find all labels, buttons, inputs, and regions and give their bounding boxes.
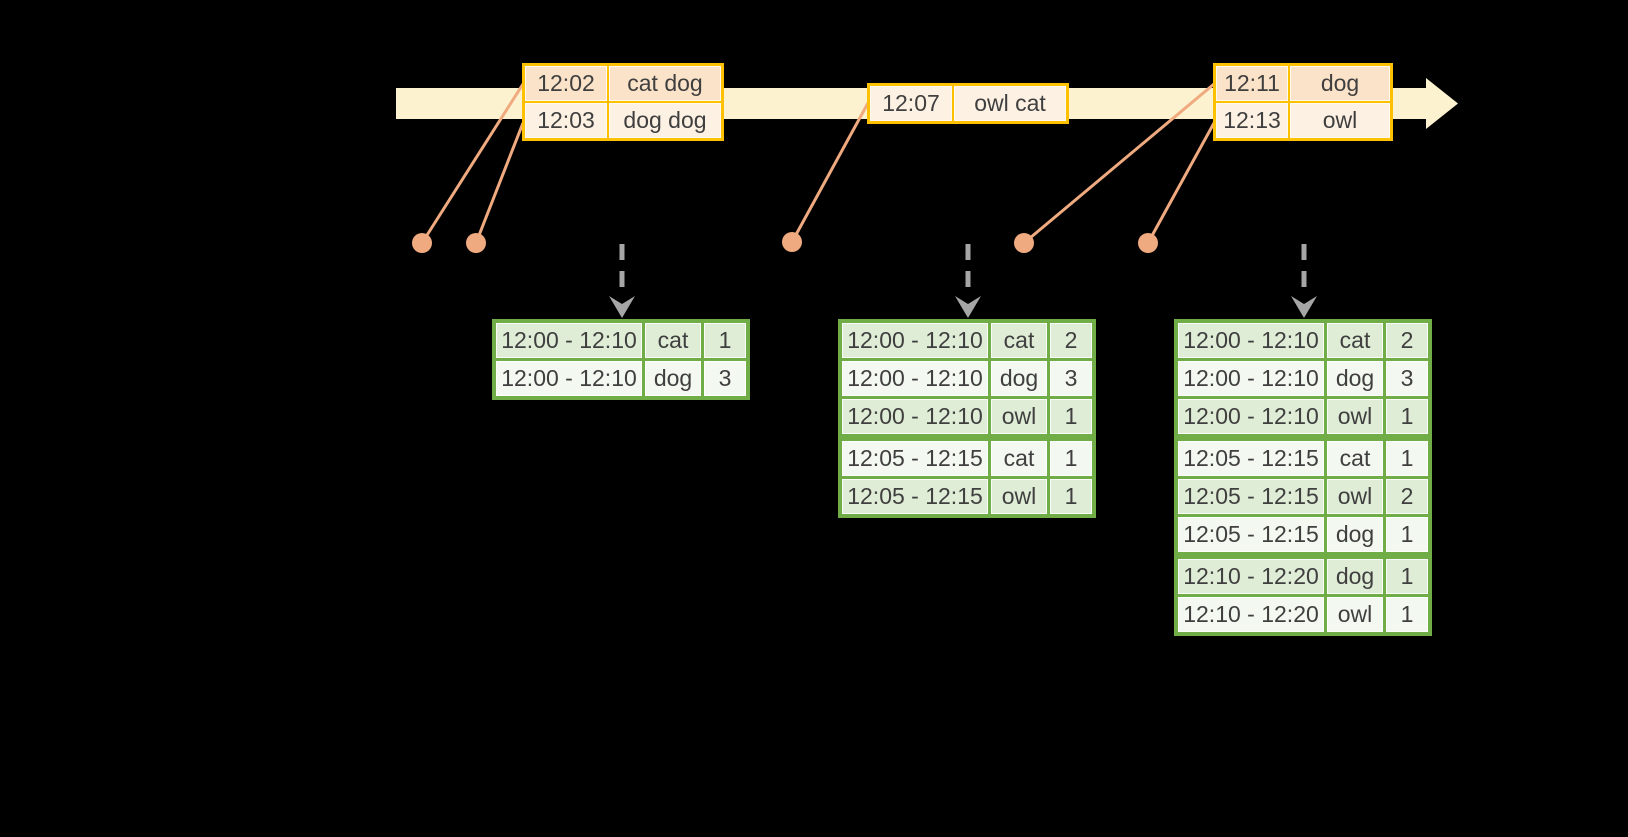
count-cell: 3 [704, 361, 746, 396]
result-table-1: 12:00 - 12:10 cat 1 12:00 - 12:10 dog 3 [492, 319, 750, 400]
count-cell: 1 [1386, 559, 1428, 594]
connector-lines [420, 82, 1216, 245]
count-cell: 2 [1386, 323, 1428, 358]
result-row: 12:00 - 12:10 dog 3 [842, 361, 1092, 396]
event-dot [1138, 233, 1158, 253]
count-cell: 1 [1050, 479, 1092, 514]
count-cell: 1 [1050, 441, 1092, 476]
word-cell: dog [991, 361, 1047, 396]
result-row: 12:00 - 12:10 cat 1 [496, 323, 746, 358]
result-row: 12:05 - 12:15 cat 1 [1178, 441, 1428, 476]
window-cell: 12:10 - 12:20 [1178, 597, 1324, 632]
connector-line [420, 83, 525, 244]
event-dot [782, 232, 802, 252]
result-row: 12:10 - 12:20 dog 1 [1178, 559, 1428, 594]
word-cell: owl [1327, 399, 1383, 434]
word-cell: cat [1327, 441, 1383, 476]
word-cell: cat [991, 323, 1047, 358]
result-row: 12:00 - 12:10 owl 1 [842, 399, 1092, 434]
trigger-arrowhead-icon [1291, 296, 1317, 318]
trigger-arrow-heads [609, 296, 1317, 318]
count-cell: 1 [1386, 399, 1428, 434]
result-table-3: 12:00 - 12:10 cat 2 12:00 - 12:10 dog 3 … [1174, 319, 1432, 636]
result-row: 12:00 - 12:10 owl 1 [1178, 399, 1428, 434]
event-table-3: 12:11 dog 12:13 owl [1213, 63, 1393, 141]
event-time: 12:11 [1216, 66, 1288, 101]
window-cell: 12:00 - 12:10 [842, 361, 988, 396]
result-row: 12:00 - 12:10 dog 3 [496, 361, 746, 396]
word-cell: dog [1327, 361, 1383, 396]
count-cell: 3 [1050, 361, 1092, 396]
window-cell: 12:00 - 12:10 [496, 323, 642, 358]
event-words: owl cat [954, 86, 1066, 121]
trigger-arrow-shafts [619, 244, 1307, 298]
event-table-2: 12:07 owl cat [867, 83, 1069, 124]
word-cell: owl [1327, 597, 1383, 632]
result-row: 12:00 - 12:10 cat 2 [1178, 323, 1428, 358]
event-time: 12:13 [1216, 103, 1288, 138]
event-row: 12:11 dog [1216, 66, 1390, 101]
count-cell: 1 [1050, 399, 1092, 434]
result-table-2: 12:00 - 12:10 cat 2 12:00 - 12:10 dog 3 … [838, 319, 1096, 518]
window-cell: 12:05 - 12:15 [842, 479, 988, 514]
count-cell: 1 [1386, 517, 1428, 552]
result-row: 12:05 - 12:15 cat 1 [842, 441, 1092, 476]
connector-line [474, 122, 525, 244]
event-words: dog dog [609, 103, 721, 138]
connector-line [1146, 122, 1216, 244]
event-dot [466, 233, 486, 253]
word-cell: owl [1327, 479, 1383, 514]
event-time: 12:07 [870, 86, 952, 121]
window-cell: 12:05 - 12:15 [842, 441, 988, 476]
event-row: 12:02 cat dog [525, 66, 721, 101]
result-row: 12:10 - 12:20 owl 1 [1178, 597, 1428, 632]
event-words: dog [1290, 66, 1390, 101]
event-words: owl [1290, 103, 1390, 138]
window-cell: 12:05 - 12:15 [1178, 441, 1324, 476]
event-dot [412, 233, 432, 253]
event-row: 12:13 owl [1216, 103, 1390, 138]
window-cell: 12:10 - 12:20 [1178, 559, 1324, 594]
word-cell: cat [1327, 323, 1383, 358]
event-dot [1014, 233, 1034, 253]
connector-line [790, 102, 870, 243]
count-cell: 2 [1050, 323, 1092, 358]
trigger-arrowhead-icon [609, 296, 635, 318]
event-table-1: 12:02 cat dog 12:03 dog dog [522, 63, 724, 141]
word-cell: owl [991, 399, 1047, 434]
count-cell: 2 [1386, 479, 1428, 514]
result-row: 12:05 - 12:15 dog 1 [1178, 517, 1428, 552]
window-cell: 12:00 - 12:10 [1178, 399, 1324, 434]
connector-line [1023, 82, 1215, 245]
event-dots [412, 232, 1158, 253]
window-cell: 12:00 - 12:10 [1178, 361, 1324, 396]
window-cell: 12:00 - 12:10 [842, 323, 988, 358]
event-words: cat dog [609, 66, 721, 101]
word-cell: dog [1327, 517, 1383, 552]
result-row: 12:00 - 12:10 dog 3 [1178, 361, 1428, 396]
window-cell: 12:00 - 12:10 [496, 361, 642, 396]
event-row: 12:03 dog dog [525, 103, 721, 138]
count-cell: 1 [704, 323, 746, 358]
event-time: 12:03 [525, 103, 607, 138]
window-cell: 12:05 - 12:15 [1178, 517, 1324, 552]
result-row: 12:00 - 12:10 cat 2 [842, 323, 1092, 358]
timeline-arrowhead-icon [1426, 78, 1458, 129]
window-cell: 12:00 - 12:10 [1178, 323, 1324, 358]
result-row: 12:05 - 12:15 owl 1 [842, 479, 1092, 514]
result-row: 12:05 - 12:15 owl 2 [1178, 479, 1428, 514]
event-row: 12:07 owl cat [870, 86, 1066, 121]
word-cell: owl [991, 479, 1047, 514]
window-cell: 12:00 - 12:10 [842, 399, 988, 434]
count-cell: 1 [1386, 597, 1428, 632]
word-cell: dog [645, 361, 701, 396]
word-cell: dog [1327, 559, 1383, 594]
event-time: 12:02 [525, 66, 607, 101]
count-cell: 3 [1386, 361, 1428, 396]
window-cell: 12:05 - 12:15 [1178, 479, 1324, 514]
count-cell: 1 [1386, 441, 1428, 476]
word-cell: cat [991, 441, 1047, 476]
trigger-arrowhead-icon [955, 296, 981, 318]
word-cell: cat [645, 323, 701, 358]
